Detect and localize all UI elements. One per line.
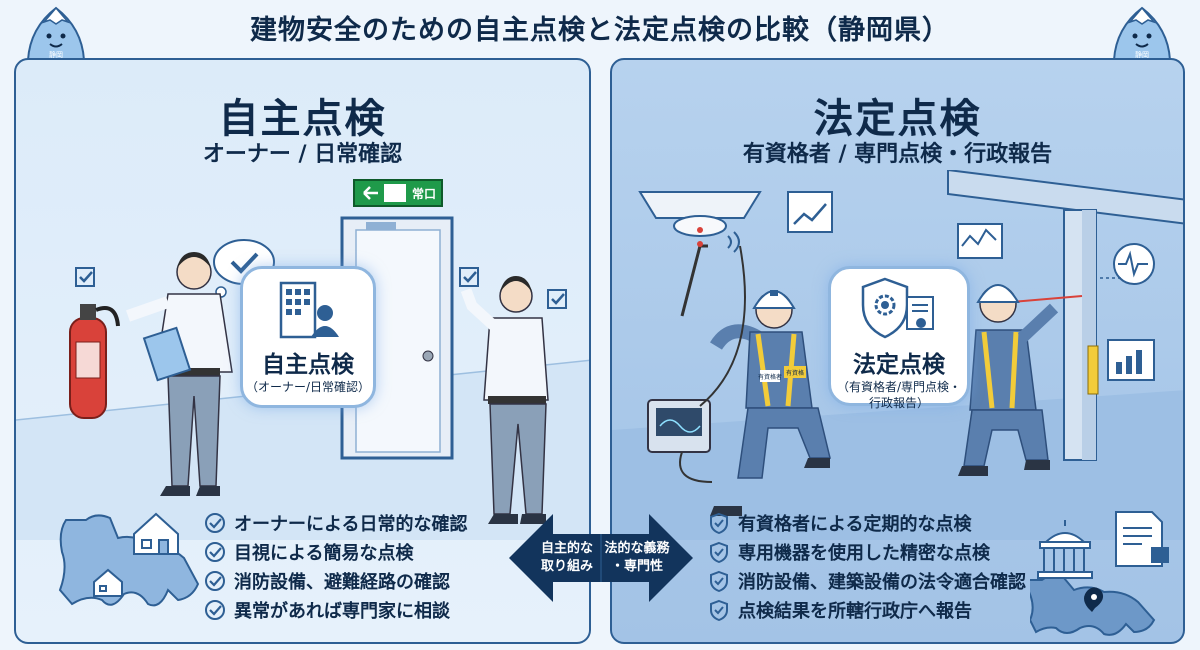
- technician-detector-test-figure: 有資格者 有資格: [680, 241, 831, 516]
- fire-extinguisher-icon: [69, 304, 120, 419]
- list-item: 目視による簡易な点検: [204, 537, 467, 566]
- list-item-label: オーナーによる日常的な確認: [234, 513, 468, 535]
- mascot-label: 静岡: [49, 50, 63, 59]
- owner-pointing-figure: [460, 276, 549, 524]
- list-item-label: 点検結果を所轄行政庁へ報告: [738, 600, 972, 622]
- statutory-badge-subtitle: 行政報告）: [868, 396, 929, 410]
- list-item-label: 目視による簡易な点検: [234, 542, 414, 564]
- voluntary-badge-title: 自主点検: [262, 352, 354, 378]
- mountain-mascot-icon: 静岡: [26, 6, 86, 61]
- statutory-inspection-badge: 法定点検 （有資格者/専門点検・ 行政報告）: [828, 266, 970, 410]
- statutory-inspection-panel: 法定点検 有資格者 / 専門点検・行政報告: [610, 58, 1185, 644]
- testing-instrument-icon: [647, 245, 746, 483]
- list-item: 有資格者による定期的な点検: [708, 508, 1026, 537]
- check-circle-icon: [205, 599, 225, 620]
- shizuoka-map-houses-icon: [58, 512, 200, 607]
- check-circle-icon: [205, 541, 225, 562]
- check-shield-icon: [710, 512, 728, 534]
- list-item: 消防設備、避難経路の確認: [204, 566, 467, 595]
- check-shield-icon: [710, 599, 728, 621]
- owner-inspecting-figure: [126, 252, 233, 496]
- voluntary-arrow-label: 自主的な 取り組み: [535, 540, 599, 576]
- worker-id-tag: 有資格者: [758, 373, 782, 381]
- bar-chart-icon: [1107, 339, 1155, 381]
- growth-chart-icon: [787, 191, 833, 233]
- list-item-label: 専用機器を使用した精密な点検: [738, 542, 990, 564]
- checkbox-icon: [75, 267, 95, 287]
- emergency-exit-sign-icon: 常口: [353, 179, 443, 207]
- voluntary-scene-illustration: 常口: [16, 179, 589, 540]
- voluntary-inspection-panel: 自主点検 オーナー / 日常確認: [14, 58, 591, 644]
- line-graph-icon: [957, 223, 1003, 259]
- statutory-badge-subtitle: （有資格者/専門点検・: [836, 380, 962, 394]
- mascot-label: 静岡: [1135, 50, 1149, 59]
- arrow-label-line: 自主的な: [540, 541, 593, 556]
- list-item: オーナーによる日常的な確認: [204, 508, 467, 537]
- statutory-points-list: 有資格者による定期的な点検 専用機器を使用した精密な点検 消防設備、建築設備の法…: [708, 508, 1026, 624]
- arrow-label-line: 取り組み: [540, 559, 593, 574]
- list-item-label: 消防設備、建築設備の法令適合確認: [738, 571, 1026, 593]
- checkbox-icon: [547, 289, 567, 309]
- list-item: 消防設備、建築設備の法令適合確認: [708, 566, 1026, 595]
- steel-beam-structure: [947, 170, 1183, 461]
- statutory-scene-illustration: 有資格者 有資格: [612, 170, 1183, 540]
- statutory-arrow-label: 法的な義務 ・専門性: [601, 540, 673, 576]
- statutory-heading: 法定点検: [813, 96, 982, 142]
- checkbox-icon: [459, 267, 479, 287]
- thought-bubble-check-icon: [208, 239, 275, 306]
- check-shield-icon: [710, 570, 728, 592]
- check-shield-icon: [710, 541, 728, 563]
- list-item: 専用機器を使用した精密な点検: [708, 537, 1026, 566]
- arrow-label-line: 法的な義務: [604, 541, 670, 556]
- statutory-badge-title: 法定点検: [853, 352, 945, 378]
- shield-gear-certificate-icon: [861, 277, 934, 339]
- worker-id-tag: 有資格: [786, 369, 804, 377]
- building-owner-icon: [279, 281, 339, 339]
- page-title: 建物安全のための自主点検と法定点検の比較（静岡県）: [250, 15, 950, 46]
- statutory-subheading: 有資格者 / 専門点検・行政報告: [742, 142, 1053, 167]
- smoke-detector-icon: [638, 191, 762, 253]
- comparison-double-arrow: 自主的な 取り組み 法的な義務 ・専門性: [505, 508, 697, 608]
- arrow-label-line: ・専門性: [610, 559, 663, 574]
- technician-structure-inspection-figure: [958, 284, 1059, 476]
- voluntary-points-list: オーナーによる日常的な確認 目視による簡易な点検 消防設備、避難経路の確認 異常…: [204, 508, 467, 624]
- list-item: 異常があれば専門家に相談: [204, 595, 467, 624]
- voluntary-subheading: オーナー / 日常確認: [202, 142, 403, 167]
- list-item: 点検結果を所轄行政庁へ報告: [708, 595, 1026, 624]
- check-circle-icon: [205, 512, 225, 533]
- mountain-mascot-icon: 静岡: [1112, 6, 1172, 61]
- waveform-icon: [1113, 243, 1155, 285]
- check-circle-icon: [205, 570, 225, 591]
- government-map-report-icon: [1030, 511, 1169, 636]
- voluntary-inspection-badge: 自主点検 （オーナー/日常確認）: [240, 266, 376, 408]
- double-arrow-icon: [509, 514, 693, 602]
- voluntary-badge-subtitle: （オーナー/日常確認）: [245, 380, 371, 394]
- list-item-label: 異常があれば専門家に相談: [234, 600, 450, 622]
- list-item-label: 有資格者による定期的な点検: [738, 513, 972, 535]
- list-item-label: 消防設備、避難経路の確認: [234, 571, 450, 593]
- voluntary-heading: 自主点検: [218, 96, 387, 142]
- exit-sign-text: 常口: [412, 186, 436, 201]
